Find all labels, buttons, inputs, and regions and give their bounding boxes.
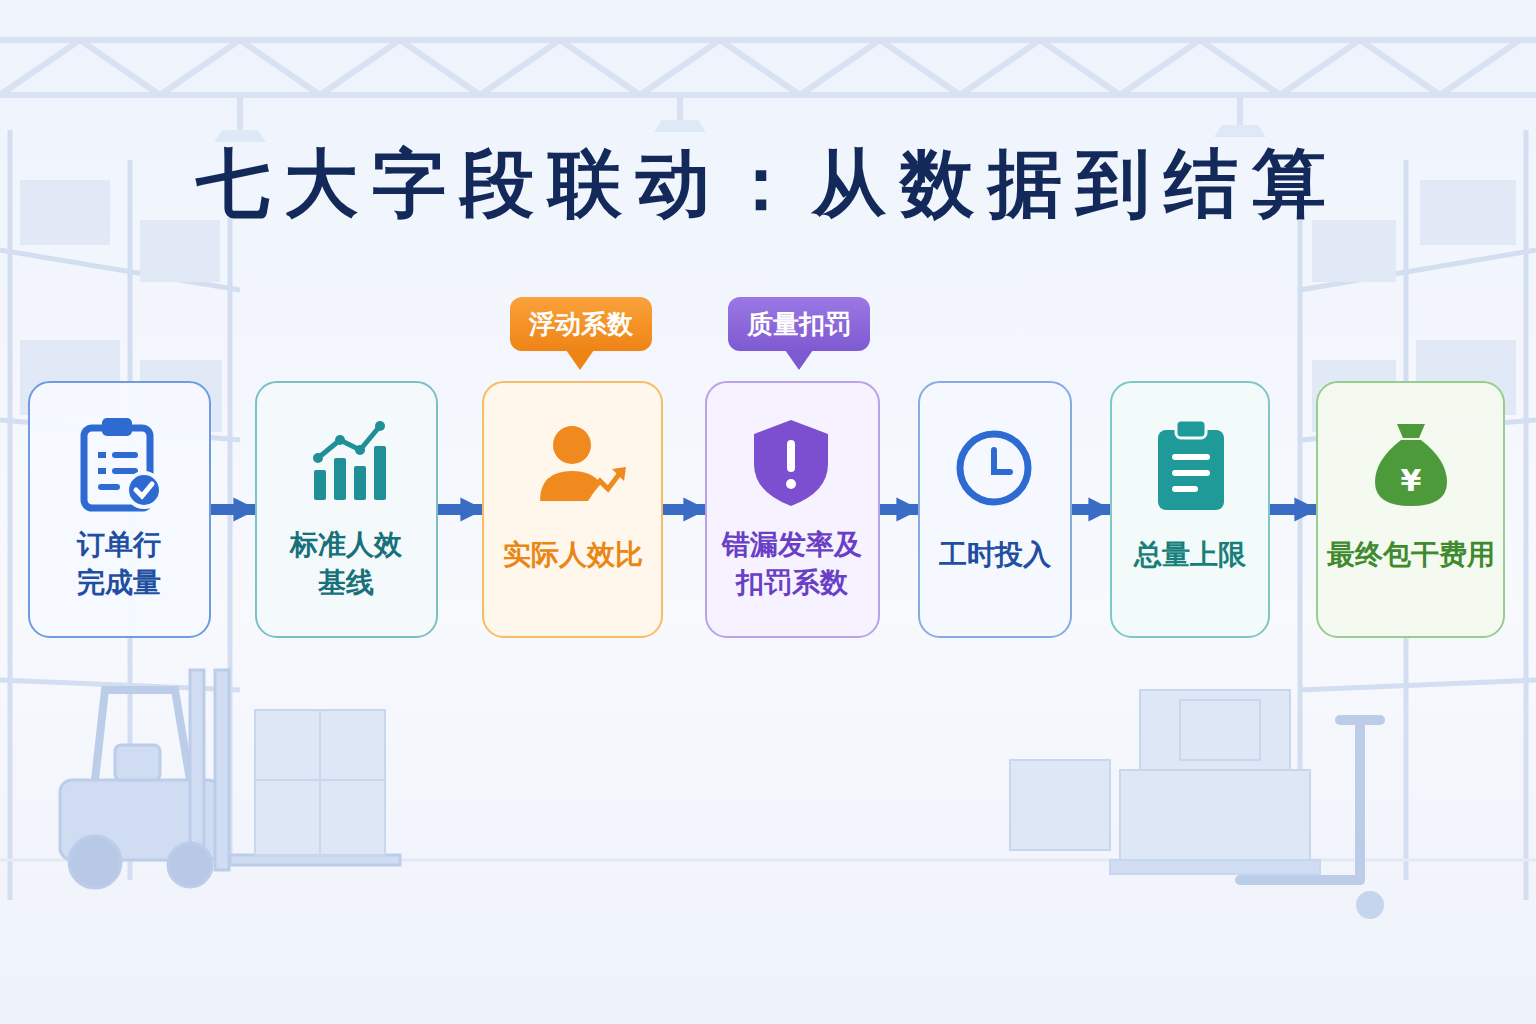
flow-arrow	[1270, 504, 1316, 515]
flow-arrow	[663, 504, 705, 515]
tag-text: 浮动系数	[529, 305, 633, 343]
box-label: 实际人效比	[503, 536, 643, 574]
box-label: 最终包干费用	[1327, 536, 1495, 574]
process-box: 总量上限	[1110, 381, 1270, 638]
process-box: 工时投入	[918, 381, 1072, 638]
currency-symbol: ¥	[1391, 464, 1431, 498]
process-box: 标准人效 基线	[255, 381, 438, 638]
callout-tag: 质量扣罚	[728, 297, 870, 351]
process-box: 订单行 完成量	[28, 381, 211, 638]
process-box: 实际人效比	[482, 381, 663, 638]
callout-tag: 浮动系数	[510, 297, 652, 351]
flow-arrow	[1072, 504, 1110, 515]
diagram-title: 七大字段联动：从数据到结算	[0, 138, 1536, 228]
box-label: 工时投入	[939, 536, 1051, 574]
flow-arrow	[211, 504, 255, 515]
flow-arrow	[438, 504, 482, 515]
process-box: 最终包干费用	[1316, 381, 1505, 638]
box-label: 标准人效 基线	[286, 526, 406, 602]
box-label: 订单行 完成量	[73, 526, 165, 602]
tag-text: 质量扣罚	[747, 305, 851, 343]
box-label: 总量上限	[1134, 536, 1246, 574]
flow-arrow	[880, 504, 918, 515]
process-box: 错漏发率及 扣罚系数	[705, 381, 880, 638]
box-label: 错漏发率及 扣罚系数	[718, 526, 866, 602]
